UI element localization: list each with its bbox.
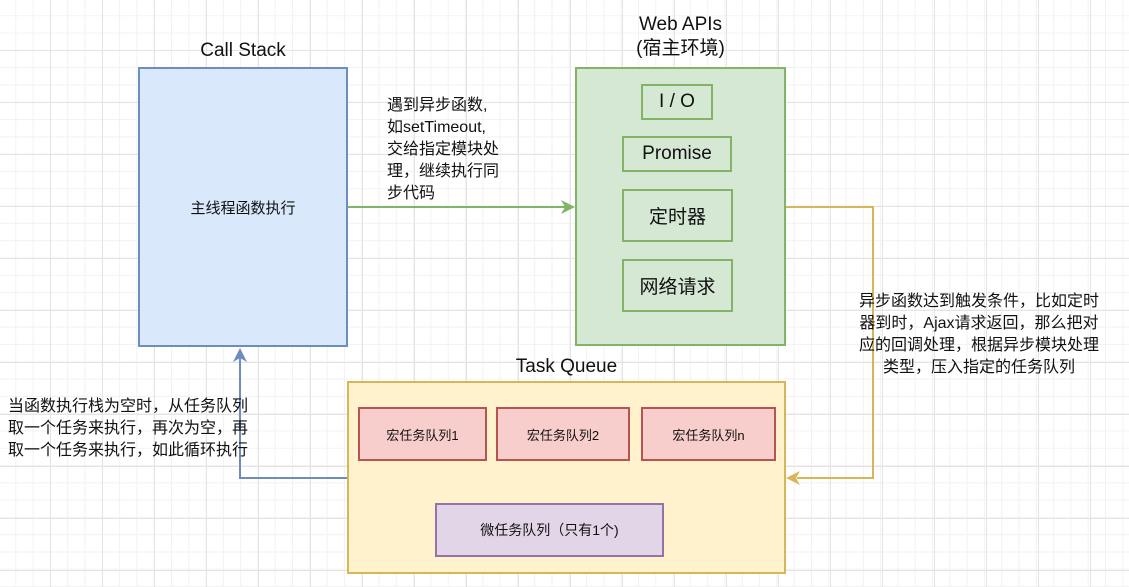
web-apis-title-line2: (宿主环境)	[636, 38, 725, 59]
call-stack-title: Call Stack	[200, 40, 286, 61]
task-queue-title: Task Queue	[515, 356, 618, 377]
macro-task-queue-n: 宏任务队列n	[641, 407, 776, 461]
web-api-io: I / O	[641, 84, 713, 120]
note-line: 如setTimeout,	[387, 119, 486, 136]
note-line: 器到时，Ajax请求返回，那么把对	[859, 315, 1099, 332]
web-api-promise: Promise	[622, 136, 732, 172]
note-line: 取一个任务来执行，再次为空，再	[8, 420, 249, 437]
note-line: 理，继续执行同	[387, 163, 500, 180]
web-api-timer: 定时器	[622, 189, 733, 242]
note-line: 应的回调处理，根据异步模块处理	[858, 337, 1099, 354]
note-line: 遇到异步函数,	[387, 97, 488, 114]
arrow-callstack-to-webapis	[348, 200, 575, 214]
note-line: 交给指定模块处	[387, 141, 500, 158]
call-stack-box: 主线程函数执行	[138, 67, 348, 347]
note-event-loop: 当函数执行栈为空时，从任务队列 取一个任务来执行，再次为空，再 取一个任务来执行…	[8, 396, 248, 462]
note-line: 类型，压入指定的任务队列	[882, 359, 1075, 376]
note-line: 异步函数达到触发条件，比如定时	[858, 293, 1099, 310]
micro-task-queue: 微任务队列（只有1个)	[435, 503, 664, 557]
arrow-taskqueue-to-callstack	[233, 348, 347, 479]
macro-task-queue-1: 宏任务队列1	[358, 407, 487, 461]
note-callback-enqueue: 异步函数达到触发条件，比如定时 器到时，Ajax请求返回，那么把对 应的回调处理…	[843, 291, 1115, 379]
web-api-network-request: 网络请求	[622, 259, 733, 312]
macro-task-queue-2: 宏任务队列2	[496, 407, 630, 461]
call-stack-label: 主线程函数执行	[190, 199, 296, 217]
web-apis-title: Web APIs (宿主环境)	[575, 13, 786, 61]
note-async-dispatch: 遇到异步函数, 如setTimeout, 交给指定模块处 理，继续执行同 步代码	[387, 95, 499, 205]
web-apis-title-line1: Web APIs	[638, 14, 723, 35]
note-line: 取一个任务来执行，如此循环执行	[8, 442, 249, 459]
note-line: 当函数执行栈为空时，从任务队列	[8, 398, 249, 415]
arrow-webapis-to-taskqueue	[786, 206, 874, 485]
note-line: 步代码	[387, 185, 436, 202]
